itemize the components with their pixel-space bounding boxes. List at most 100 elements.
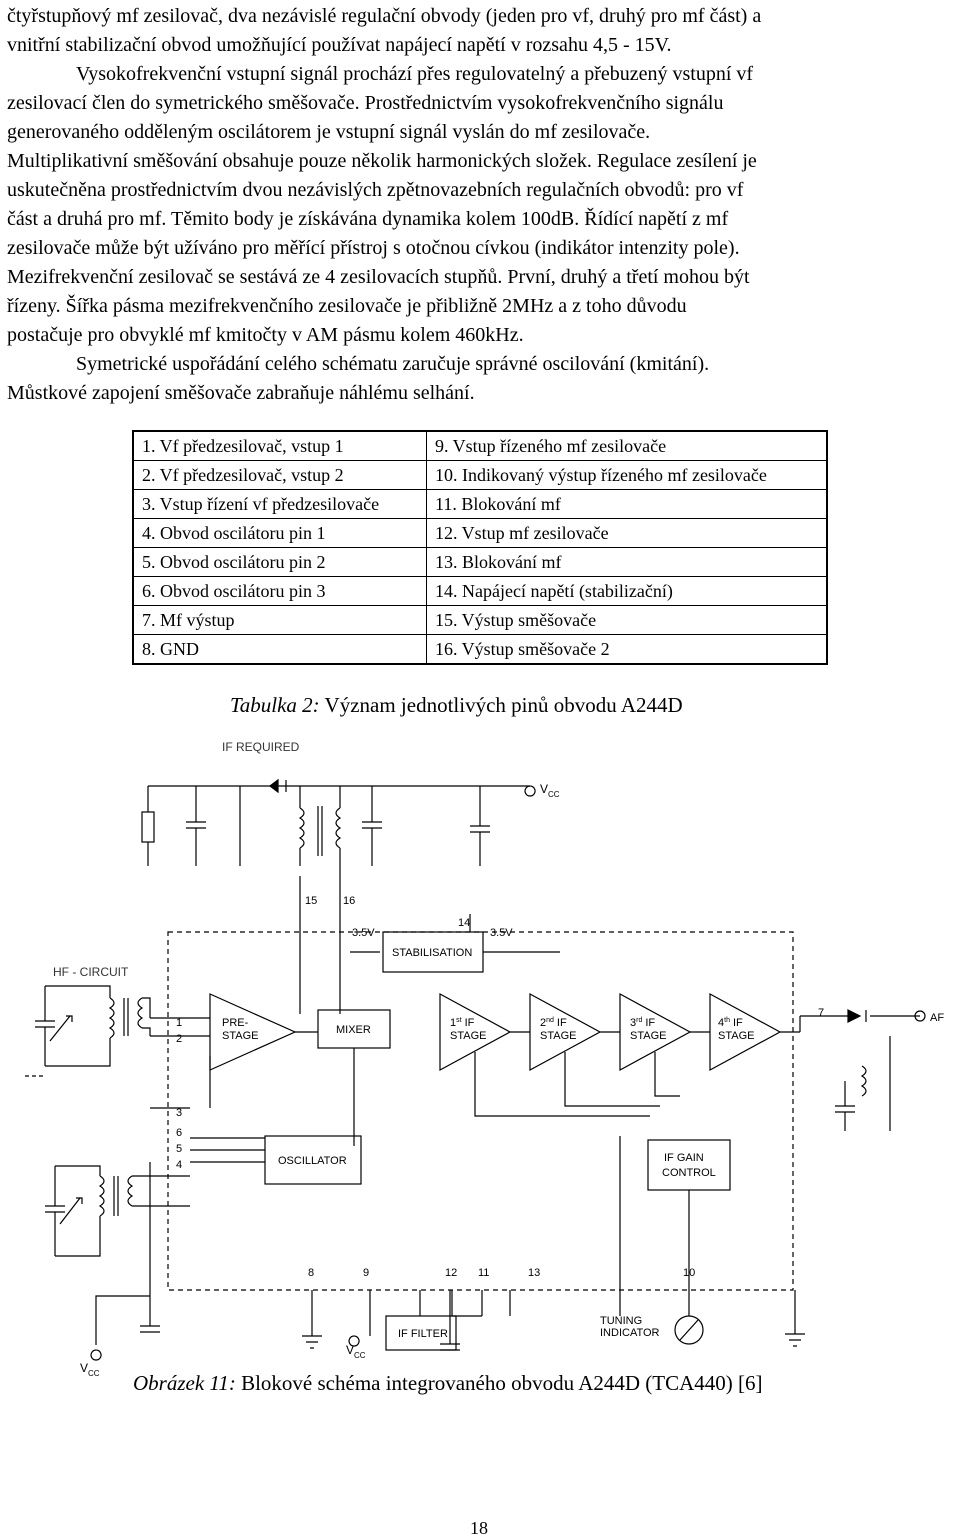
body-line: generovaného odděleným oscilátorem je vs… — [7, 121, 651, 143]
figure-caption-text: Blokové schéma integrovaného obvodu A244… — [241, 1371, 763, 1395]
pin-8-label: 8 — [308, 1267, 314, 1279]
tuning-label-1: TUNING — [600, 1315, 642, 1327]
body-line: Mezifrekvenční zesilovač se sestává ze 4… — [7, 266, 750, 288]
hf-circuit-label: HF - CIRCUIT — [53, 965, 129, 979]
if-gain-control-block — [647, 1139, 731, 1191]
body-line: čtyřstupňový mf zesilovač, dva nezávislé… — [7, 5, 762, 27]
body-line: řízeny. Šířka pásma mezifrekvenčního zes… — [7, 295, 687, 317]
table-cell: 1. Vf předzesilovač, vstup 1 — [132, 430, 427, 461]
body-line: zesilovací člen do symetrického směšovač… — [7, 92, 724, 114]
top-network: VCC — [141, 778, 560, 876]
tuning-label-2: INDICATOR — [600, 1327, 660, 1339]
pin-1-label: 1 — [176, 1017, 182, 1029]
pin-7-label: 7 — [818, 1007, 824, 1019]
if-stage-2-label-2: STAGE — [540, 1030, 576, 1042]
osc-tank: VCC — [45, 1162, 190, 1376]
body-line: vnitřní stabilizační obvod umožňující po… — [7, 34, 672, 56]
table-cell: 14. Napájecí napětí (stabilizační) — [426, 576, 828, 606]
oscillator-label: OSCILLATOR — [278, 1155, 347, 1167]
hf-tank — [25, 985, 151, 1077]
table-cell: 13. Blokování mf — [426, 547, 828, 577]
body-line: Vysokofrekvenční vstupní signál prochází… — [76, 63, 754, 85]
table-cell: 10. Indikovaný výstup řízeného mf zesilo… — [426, 460, 828, 490]
pin-lines — [299, 876, 920, 1023]
if-stage-1 — [439, 992, 512, 1072]
gain-control-wires — [619, 1136, 690, 1316]
ic-outline — [167, 931, 794, 1291]
page-number: 18 — [470, 1518, 488, 1538]
table-caption: Tabulka 2: Význam jednotlivých pinů obvo… — [230, 694, 683, 716]
stabilisation-label: STABILISATION — [392, 947, 472, 959]
pin-2-label: 2 — [176, 1033, 182, 1045]
block-diagram: IF REQUIRED HF - CIRCUIT VCC 15 16 STABI… — [25, 740, 944, 1376]
table-cell: 8. GND — [132, 634, 427, 665]
table-cell: 11. Blokování mf — [426, 489, 828, 519]
body-line: Symetrické uspořádání celého schématu za… — [76, 353, 710, 375]
table-caption-lead: Tabulka 2: — [230, 693, 320, 717]
mixer-label: MIXER — [336, 1024, 371, 1036]
hf-input-wires — [150, 1017, 211, 1109]
mixer-wires — [295, 1031, 355, 1146]
stab-wires — [350, 914, 560, 953]
table-cell: 5. Obvod oscilátoru pin 2 — [132, 547, 427, 577]
if-filter-label: IF FILTER — [398, 1328, 448, 1340]
pin-13-label: 13 — [528, 1267, 540, 1279]
pin-5-label: 5 — [176, 1143, 182, 1155]
pin-6-label: 6 — [176, 1127, 182, 1139]
voltage-label-1: 3.5V — [352, 927, 375, 939]
table-cell: 3. Vstup řízení vf předzesilovače — [132, 489, 427, 519]
if-gain-label-2: CONTROL — [662, 1167, 716, 1179]
table-cell: 9. Vstup řízeného mf zesilovače — [426, 430, 828, 461]
pin-3-label: 3 — [176, 1107, 182, 1119]
if-chain-wires — [510, 1016, 801, 1033]
gain-feedback-wires — [474, 1052, 680, 1117]
body-line: uskutečněna prostřednictvím dvou nezávis… — [7, 179, 744, 201]
pin-15-label: 15 — [305, 895, 317, 907]
if-required-label: IF REQUIRED — [222, 740, 300, 754]
if-stage-1-label-2: STAGE — [450, 1030, 486, 1042]
figure-caption: Obrázek 11: Blokové schéma integrovaného… — [133, 1372, 763, 1394]
table-cell: 7. Mf výstup — [132, 605, 427, 635]
if-stage-4-label-2: STAGE — [718, 1030, 754, 1042]
body-line: postačuje pro obvyklé mf kmitočty v AM p… — [7, 324, 524, 346]
pin-10-label: 10 — [683, 1267, 695, 1279]
table-caption-text: Význam jednotlivých pinů obvodu A244D — [324, 693, 683, 717]
pin-16-label: 16 — [343, 895, 355, 907]
if-stage-3-label-2: STAGE — [630, 1030, 666, 1042]
table-cell: 2. Vf předzesilovač, vstup 2 — [132, 460, 427, 490]
prestage-label-2: STAGE — [222, 1030, 258, 1042]
prestage-triangle — [209, 993, 297, 1071]
voltage-label-2: 3.5V — [490, 927, 513, 939]
body-line: zesilovače může být užíváno pro měřící p… — [7, 237, 740, 259]
oscillator-block — [264, 1135, 362, 1185]
vcc-bottom-left-label: VCC — [80, 1361, 100, 1376]
body-line: Multiplikativní směšování obsahuje pouze… — [7, 150, 757, 172]
af-label: AF — [930, 1012, 944, 1024]
if-gain-label-1: IF GAIN — [664, 1152, 704, 1164]
table-cell: 6. Obvod oscilátoru pin 3 — [132, 576, 427, 606]
prestage-label-1: PRE- — [222, 1017, 249, 1029]
table-cell: 4. Obvod oscilátoru pin 1 — [132, 518, 427, 548]
oscillator-pins — [190, 1137, 265, 1163]
pin-14-label: 14 — [458, 917, 470, 929]
af-terminal — [914, 1010, 926, 1022]
pin-12-label: 12 — [445, 1267, 457, 1279]
table-cell: 12. Vstup mf zesilovače — [426, 518, 828, 548]
af-tank — [835, 1036, 891, 1131]
figure-caption-lead: Obrázek 11: — [133, 1371, 236, 1395]
table-cell: 15. Výstup směšovače — [426, 605, 828, 635]
body-line: část a druhá pro mf. Těmito body je získ… — [7, 208, 729, 230]
pin-11-label: 11 — [478, 1267, 489, 1279]
bottom-pins: 8 12 11 13 9 10 VCC IF FILTER TUNING IND… — [302, 1267, 805, 1360]
